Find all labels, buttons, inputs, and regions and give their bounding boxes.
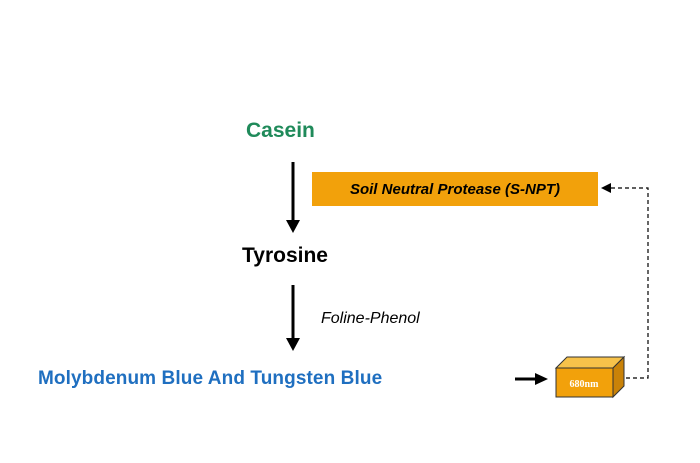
feedback-dashed-connector: [610, 187, 649, 379]
detector-wavelength-label: 680nm: [570, 379, 600, 390]
substrate-label: Casein: [246, 119, 315, 142]
enzyme-label: Soil Neutral Protease (S-NPT): [349, 180, 561, 198]
arrowhead-product-to-cuvette: [535, 373, 548, 385]
cuvette-icon: 680nm: [554, 355, 626, 399]
arrowhead-casein-to-tyrosine: [286, 220, 300, 233]
reagent-label: Foline-Phenol: [321, 310, 420, 327]
enzyme-box: Soil Neutral Protease (S-NPT): [312, 172, 598, 206]
product-label: Molybdenum Blue And Tungsten Blue: [38, 368, 383, 389]
feedback-arrowhead: [601, 183, 611, 193]
intermediate-label: Tyrosine: [242, 244, 328, 267]
arrowhead-tyrosine-to-product: [286, 338, 300, 351]
